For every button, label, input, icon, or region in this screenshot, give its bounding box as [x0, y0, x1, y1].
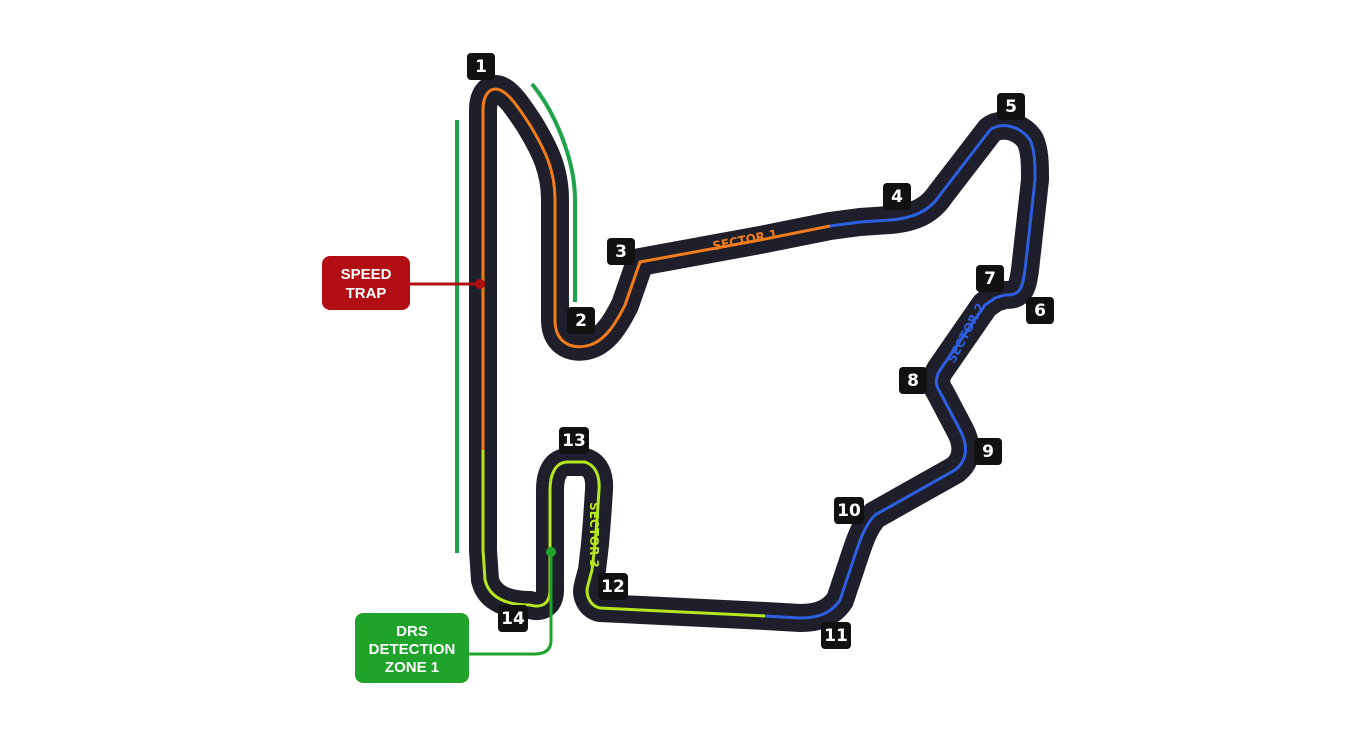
- svg-text:2: 2: [575, 311, 587, 331]
- turn-badge-1: 1: [467, 53, 495, 80]
- svg-text:14: 14: [501, 609, 525, 629]
- turn-badge-2: 2: [567, 307, 595, 334]
- turn-badge-12: 12: [598, 573, 628, 600]
- drs-detection-line-2: DETECTION: [369, 641, 456, 658]
- drs-zone-turn1-exit: [530, 82, 577, 302]
- sector-3-label: SECTOR 3: [587, 502, 601, 568]
- svg-text:3: 3: [615, 242, 627, 262]
- turn-badge-9: 9: [974, 438, 1002, 465]
- turn-badge-10: 10: [834, 497, 864, 524]
- svg-text:1: 1: [475, 57, 487, 77]
- drs-detection-line-1: DRS: [396, 623, 428, 640]
- svg-text:13: 13: [562, 431, 586, 451]
- drs-detection-callout: DRS DETECTION ZONE 1: [355, 547, 556, 683]
- speed-trap-marker: [475, 279, 485, 289]
- turn-badge-7: 7: [976, 265, 1004, 292]
- svg-text:8: 8: [907, 371, 919, 391]
- sector-1-path: [481, 87, 831, 450]
- speed-trap-callout: SPEED TRAP: [322, 256, 485, 310]
- speed-trap-line-1: SPEED: [341, 266, 392, 283]
- sector-2-path: [764, 124, 1037, 620]
- sector-3-path: [481, 450, 766, 618]
- svg-text:9: 9: [982, 442, 994, 462]
- speed-trap-line-2: TRAP: [346, 285, 387, 302]
- turn-badge-11: 11: [821, 622, 851, 649]
- svg-text:6: 6: [1034, 301, 1046, 321]
- svg-text:4: 4: [891, 187, 903, 207]
- turn-badge-8: 8: [899, 367, 927, 394]
- svg-text:12: 12: [601, 577, 625, 597]
- svg-text:10: 10: [837, 501, 861, 521]
- turn-badge-14: 14: [498, 605, 528, 632]
- svg-text:5: 5: [1005, 97, 1017, 117]
- turn-badges: 1 2 3 4 5 6 7 8 9 10 11 12 13 14: [467, 53, 1054, 649]
- drs-detection-line-3: ZONE 1: [385, 659, 439, 676]
- svg-text:7: 7: [984, 269, 996, 289]
- turn-badge-13: 13: [559, 427, 589, 454]
- turn-badge-3: 3: [607, 238, 635, 265]
- svg-text:11: 11: [824, 626, 848, 646]
- turn-badge-6: 6: [1026, 297, 1054, 324]
- drs-detection-marker: [546, 547, 556, 557]
- turn-badge-5: 5: [997, 93, 1025, 120]
- turn-badge-4: 4: [883, 183, 911, 210]
